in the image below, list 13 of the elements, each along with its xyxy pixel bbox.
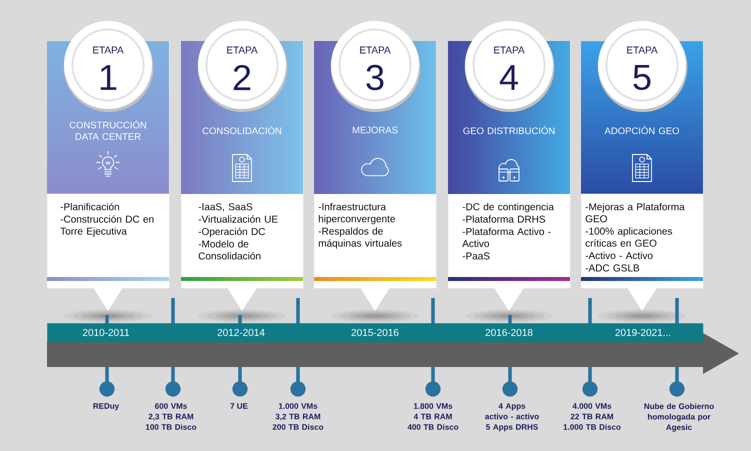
year-label: 2019-2021...	[615, 328, 670, 336]
milestone-label: Nube de Gobierno homologada por Agesic	[644, 403, 714, 432]
milestone-label: 600 VMs 2,3 TB RAM 100 TB Disco	[146, 403, 196, 430]
year-label: 2012-2014	[218, 328, 265, 336]
year-label: 2016-2018	[486, 328, 532, 336]
milestone-label: 4 Apps activo - activo 5 Apps DRHS	[485, 403, 539, 432]
milestone-label: 1.800 VMs 4 TB RAM 400 TB Disco	[408, 403, 458, 430]
milestone-label: REDuy	[93, 403, 120, 410]
milestone-label: 7 UE	[230, 403, 248, 409]
year-label: 2015-2016	[352, 328, 398, 336]
milestone-label: 1.000 VMs 3,2 TB RAM 200 TB Disco	[272, 403, 324, 430]
year-label: 2010-2011	[82, 328, 130, 336]
milestone-label: 4.000 VMs 22 TB RAM 1.000 TB Disco	[564, 403, 621, 430]
